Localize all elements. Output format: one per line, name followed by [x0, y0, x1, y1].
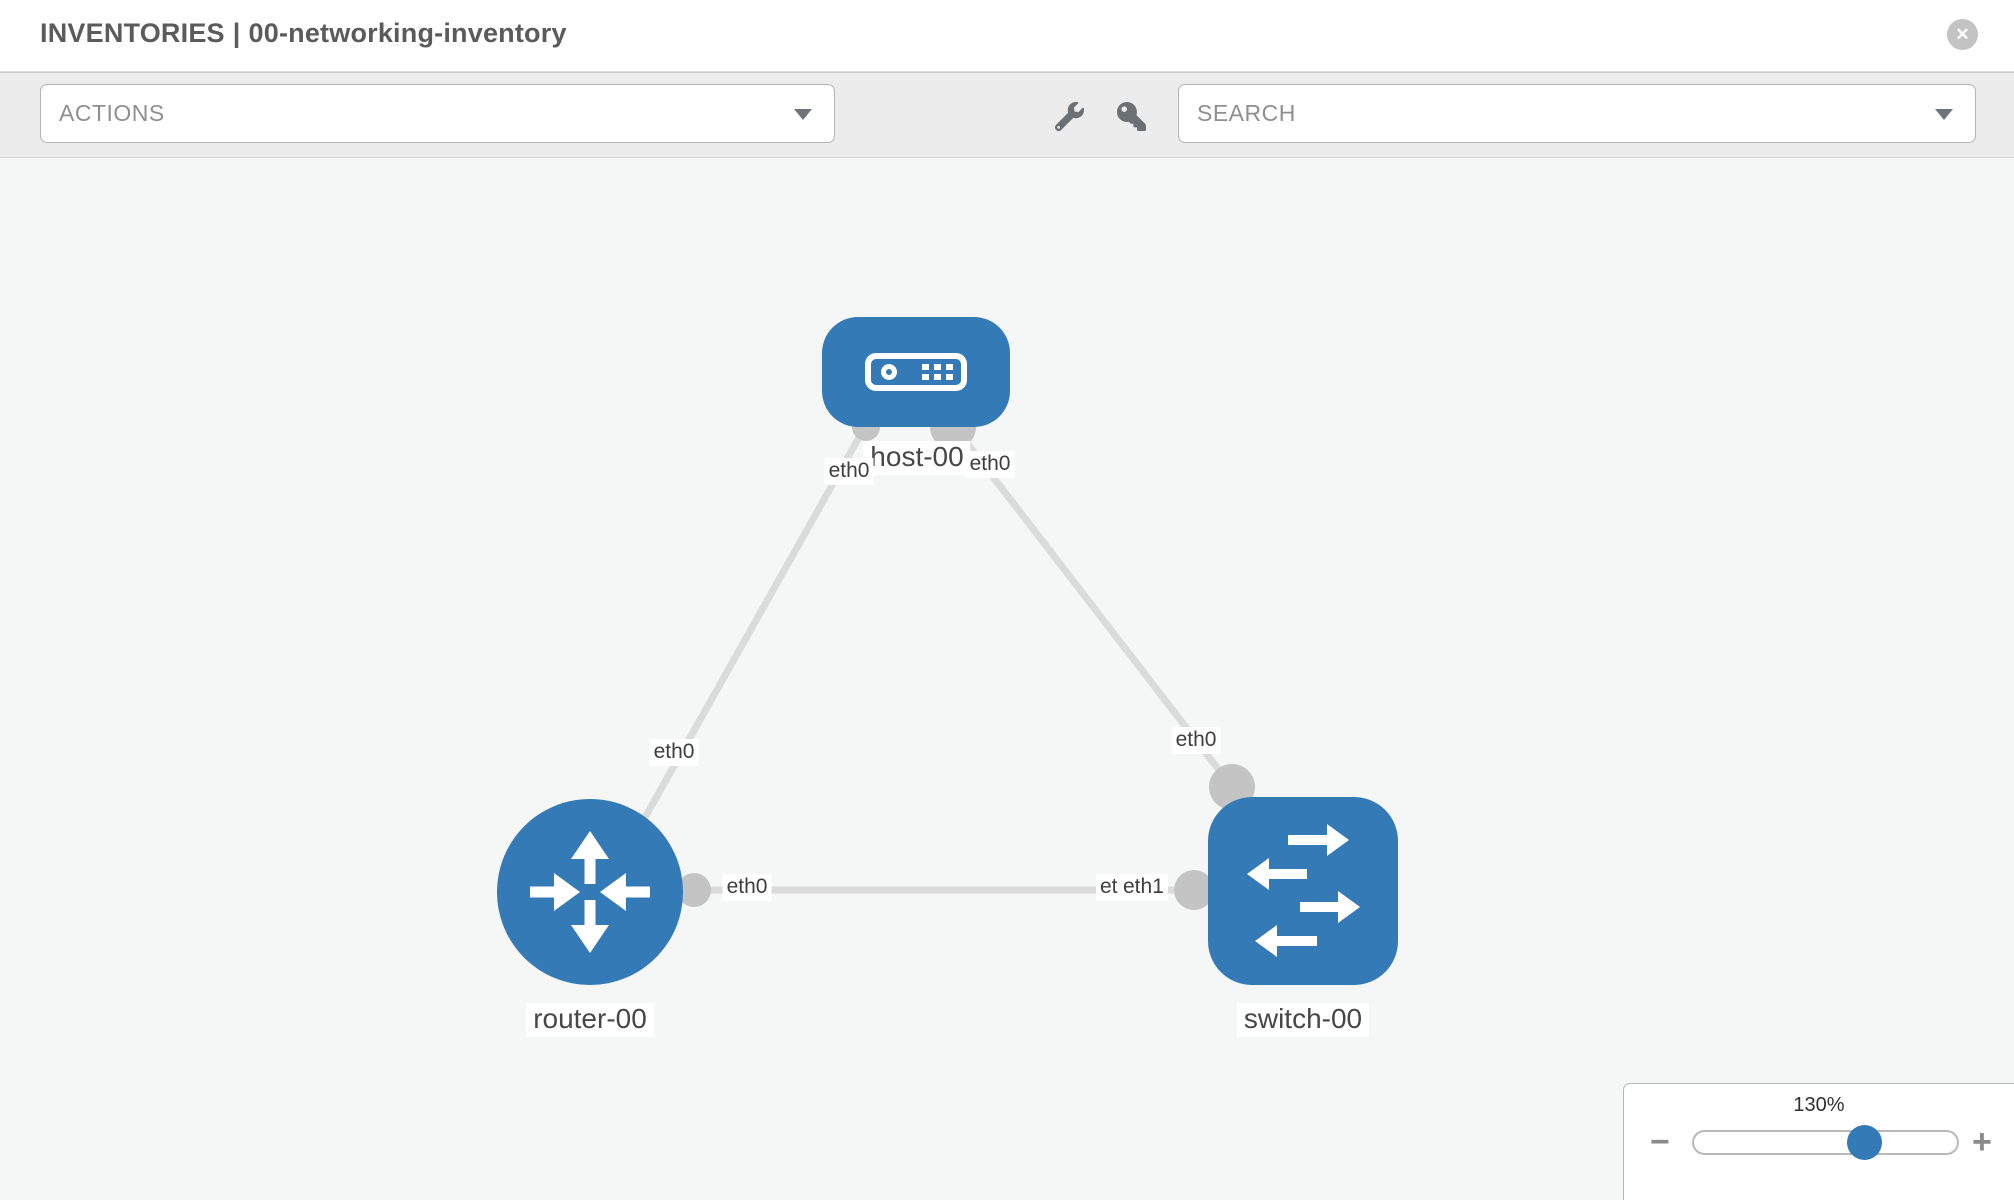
- actions-dropdown[interactable]: ACTIONS: [40, 84, 835, 143]
- zoom-out-button[interactable]: −: [1650, 1123, 1670, 1161]
- link-host-switch[interactable]: [950, 422, 1235, 790]
- port-circles: [677, 404, 1255, 910]
- topology-canvas[interactable]: host-00 router-00 switch-00 eth0 eth0 et…: [0, 159, 2014, 1200]
- wrench-icon[interactable]: [1055, 102, 1084, 131]
- node-switch[interactable]: [1208, 797, 1398, 985]
- node-label-host: host-00: [863, 441, 971, 476]
- port-label-host-right: eth0: [965, 451, 1015, 479]
- port-label-router-horizontal: eth0: [722, 874, 772, 902]
- links: [590, 422, 1303, 903]
- port-label-host-left: eth0: [824, 458, 874, 486]
- switch-arrows-icon: [1247, 824, 1360, 957]
- page-title-section: INVENTORIES: [40, 18, 225, 48]
- router-arrows-icon: [530, 831, 650, 953]
- toolbar: ACTIONS SEARCH: [0, 72, 2014, 158]
- node-label-switch: switch-00: [1236, 1003, 1370, 1038]
- topology-graph: [497, 317, 1398, 985]
- header-bar: INVENTORIES|00-networking-inventory ✕: [0, 0, 2014, 72]
- server-icon: [865, 353, 967, 391]
- search-placeholder: SEARCH: [1197, 100, 1296, 126]
- port-label-router-diagonal: eth0: [649, 739, 699, 767]
- zoom-in-button[interactable]: +: [1972, 1123, 1992, 1161]
- zoom-slider-track[interactable]: [1692, 1130, 1959, 1155]
- node-label-router: router-00: [526, 1003, 654, 1038]
- close-icon[interactable]: ✕: [1947, 19, 1978, 50]
- search-dropdown[interactable]: SEARCH: [1178, 84, 1976, 143]
- zoom-control-panel: 130% − +: [1623, 1083, 2014, 1200]
- port-label-switch-diagonal: eth0: [1171, 727, 1221, 755]
- page-title-inventory-name: 00-networking-inventory: [248, 18, 567, 48]
- node-router[interactable]: [497, 799, 683, 985]
- chevron-down-icon: [794, 108, 812, 120]
- page-title: INVENTORIES|00-networking-inventory: [40, 18, 575, 49]
- actions-dropdown-label: ACTIONS: [59, 100, 165, 126]
- key-icon[interactable]: [1117, 102, 1146, 131]
- zoom-percent-label: 130%: [1793, 1094, 1845, 1116]
- port-label-switch-horizontal-front: eth1: [1119, 874, 1168, 902]
- port-switch-left[interactable]: [1174, 870, 1214, 910]
- port-router-right[interactable]: [677, 873, 711, 907]
- chevron-down-icon: [1935, 108, 1953, 120]
- zoom-slider-thumb[interactable]: [1847, 1125, 1882, 1160]
- page-title-separator: |: [232, 18, 241, 48]
- node-host[interactable]: [822, 317, 1010, 427]
